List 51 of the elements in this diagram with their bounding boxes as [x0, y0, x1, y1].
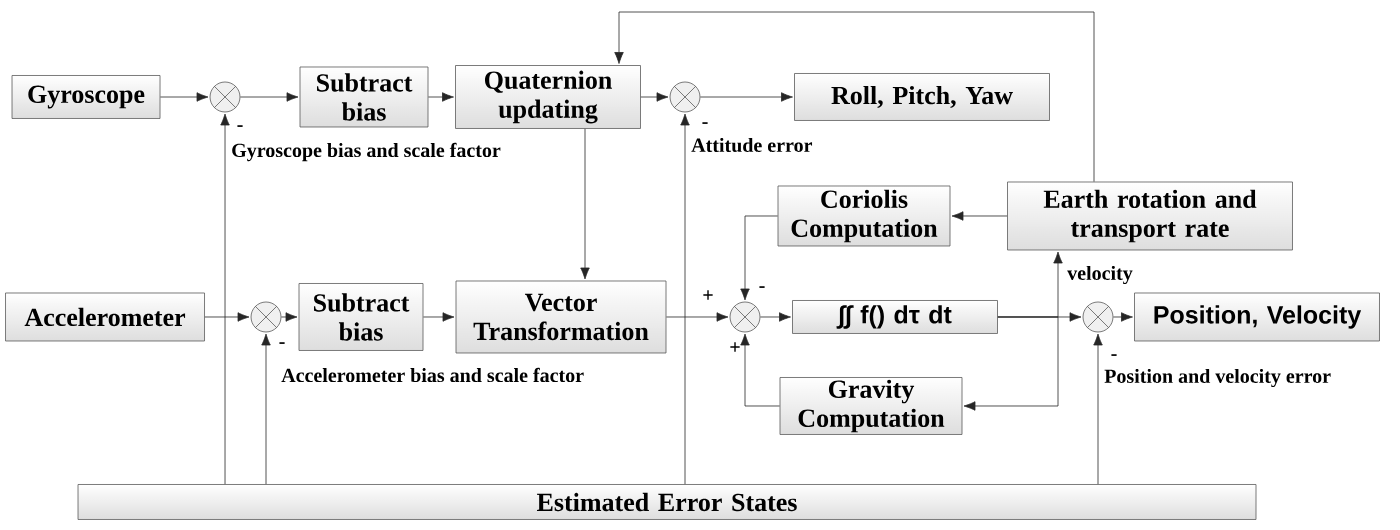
signal-label: Position and velocity error: [1104, 368, 1331, 388]
arrow: [740, 215, 778, 301]
arrow: [760, 312, 791, 322]
arrow: [160, 92, 209, 102]
process-box: Estimated Error States: [77, 484, 1257, 520]
arrow: [204, 312, 250, 322]
summing-junction: [1082, 301, 1114, 333]
process-box: Quaternion updating: [455, 65, 641, 129]
arrow: [261, 333, 271, 485]
summing-junction: [729, 301, 761, 333]
signal-label: Attitude error: [691, 137, 813, 153]
arrow: [640, 92, 669, 102]
process-box: ∫∫ f() dτ dt: [792, 300, 998, 334]
sign-label: -: [1111, 354, 1117, 356]
arrow: [428, 92, 454, 102]
summing-junction: [250, 301, 282, 333]
process-box: Roll, Pitch, Yaw: [794, 73, 1050, 121]
signal-label: Gyroscope bias and scale factor: [232, 142, 501, 162]
arrow: [963, 316, 1059, 411]
process-box: Vector Transformation: [455, 280, 667, 354]
arrow: [423, 312, 455, 322]
arrow: [240, 92, 299, 102]
process-box: Gyroscope: [11, 75, 161, 119]
process-box: Position, Velocity: [1134, 292, 1380, 342]
sign-label: -: [702, 122, 708, 124]
process-box: Accelerometer: [5, 292, 205, 342]
arrow: [1113, 312, 1133, 322]
arrow: [281, 312, 298, 322]
process-box: Subtract bias: [299, 66, 429, 128]
process-box: Subtract bias: [298, 283, 424, 351]
arrow: [740, 333, 780, 407]
arrow: [951, 211, 1008, 221]
sign-label: -: [279, 342, 285, 344]
sign-label: -: [759, 286, 765, 288]
process-box: Coriolis Computation: [777, 185, 951, 247]
arrow: [580, 128, 590, 280]
sign-label: -: [237, 125, 243, 127]
sign-label: +: [730, 342, 740, 352]
summing-junction: [209, 81, 241, 113]
edge-label: velocity: [1067, 265, 1133, 285]
arrow: [614, 11, 1095, 182]
summing-junction: [669, 81, 701, 113]
arrow: [1093, 333, 1103, 485]
arrow: [700, 92, 793, 102]
arrow: [680, 113, 690, 485]
process-box: Gravity Computation: [779, 377, 963, 435]
process-box: Earth rotation and transport rate: [1007, 181, 1293, 251]
arrow: [666, 312, 729, 322]
sign-label: +: [703, 290, 713, 300]
signal-label: Accelerometer bias and scale factor: [281, 367, 584, 383]
arrow: [220, 113, 230, 485]
